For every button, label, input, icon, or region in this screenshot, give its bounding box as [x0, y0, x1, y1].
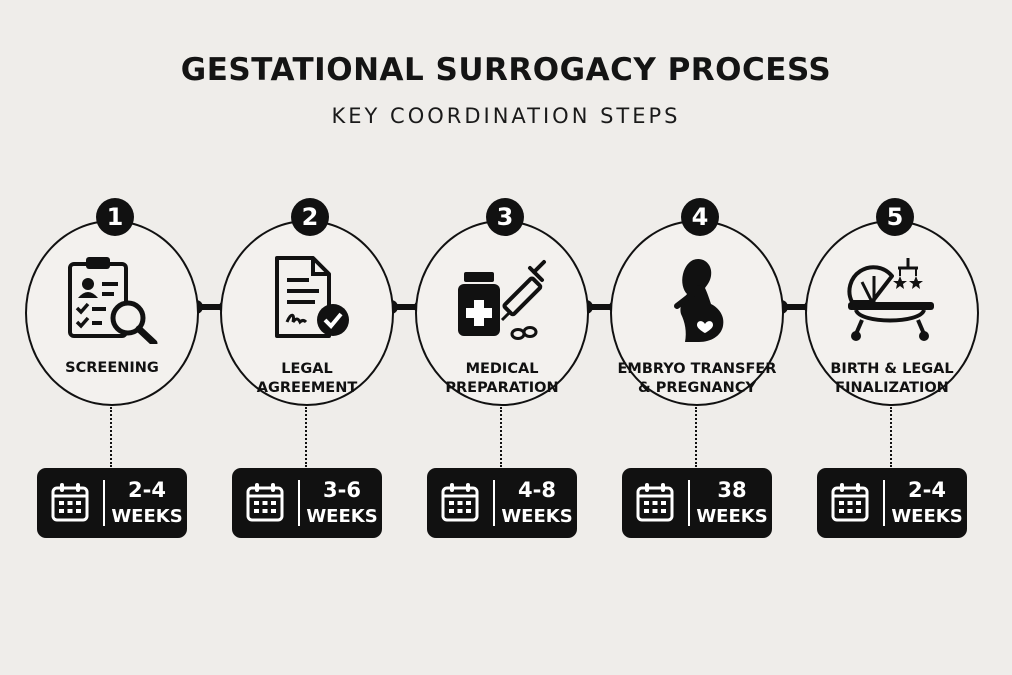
- duration-unit: WEEKS: [501, 506, 573, 527]
- step-circle: BIRTH & LEGAL FINALIZATION: [805, 220, 979, 406]
- step-label-line1: MEDICAL: [465, 361, 539, 377]
- signed-document-icon: [257, 254, 357, 344]
- duration-badge: 38 WEEKS: [622, 468, 772, 538]
- duration-badge: 4-8 WEEKS: [427, 468, 577, 538]
- step-legal-agreement: 2 LEGAL AGREEMENT: [220, 195, 400, 550]
- step-number-badge: 2: [291, 198, 329, 236]
- duration-value: 4-8: [518, 478, 556, 502]
- step-label-line1: LEGAL: [281, 361, 333, 377]
- page-title: GESTATIONAL SURROGACY PROCESS: [180, 52, 832, 88]
- pregnant-woman-icon: [647, 254, 747, 344]
- dotted-link: [890, 407, 892, 467]
- duration-badge: 2-4 WEEKS: [37, 468, 187, 538]
- clipboard-search-icon: [62, 254, 162, 347]
- pill-divider: [883, 480, 885, 526]
- pill-divider: [493, 480, 495, 526]
- calendar-icon: [441, 482, 479, 522]
- step-circle: SCREENING: [25, 220, 199, 406]
- pill-divider: [103, 480, 105, 526]
- dotted-link: [500, 407, 502, 467]
- baby-carriage-icon: [842, 254, 942, 344]
- step-label-line1: BIRTH & LEGAL: [830, 361, 954, 377]
- duration-value: 3-6: [323, 478, 361, 502]
- dotted-link: [110, 407, 112, 467]
- step-circle: LEGAL AGREEMENT: [220, 220, 394, 406]
- duration-badge: 2-4 WEEKS: [817, 468, 967, 538]
- medicine-syringe-icon: [452, 254, 552, 344]
- step-number-badge: 5: [876, 198, 914, 236]
- duration-value: 38: [717, 478, 747, 502]
- dotted-link: [695, 407, 697, 467]
- duration-value: 2-4: [128, 478, 166, 502]
- step-number-badge: 1: [96, 198, 134, 236]
- duration-value: 2-4: [908, 478, 946, 502]
- calendar-icon: [831, 482, 869, 522]
- pill-divider: [298, 480, 300, 526]
- step-embryo-transfer: 4 EMBRYO TRANSFER & PREGNANCY 38 WEEKS: [610, 195, 790, 550]
- duration-unit: WEEKS: [696, 506, 768, 527]
- step-birth-legal-finalization: 5 BIRTH & LEGAL FINALIZATION: [805, 195, 985, 550]
- duration-unit: WEEKS: [306, 506, 378, 527]
- step-label-line2: & PREGNANCY: [638, 380, 756, 396]
- step-circle: EMBRYO TRANSFER & PREGNANCY: [610, 220, 784, 406]
- step-label-line1: SCREENING: [65, 360, 159, 376]
- calendar-icon: [246, 482, 284, 522]
- dotted-link: [305, 407, 307, 467]
- step-number-badge: 4: [681, 198, 719, 236]
- step-label-line1: EMBRYO TRANSFER: [617, 361, 777, 377]
- step-screening: 1 SCREENING: [25, 195, 205, 550]
- step-number-badge: 3: [486, 198, 524, 236]
- step-circle: MEDICAL PREPARATION: [415, 220, 589, 406]
- duration-badge: 3-6 WEEKS: [232, 468, 382, 538]
- calendar-icon: [636, 482, 674, 522]
- duration-unit: WEEKS: [111, 506, 183, 527]
- duration-unit: WEEKS: [891, 506, 963, 527]
- step-medical-preparation: 3 MEDICAL PREPARATION: [415, 195, 595, 550]
- step-label-line2: AGREEMENT: [256, 380, 358, 396]
- step-label-line2: PREPARATION: [445, 380, 559, 396]
- pill-divider: [688, 480, 690, 526]
- page-subtitle: KEY COORDINATION STEPS: [331, 104, 681, 128]
- calendar-icon: [51, 482, 89, 522]
- step-label-line2: FINALIZATION: [835, 380, 949, 396]
